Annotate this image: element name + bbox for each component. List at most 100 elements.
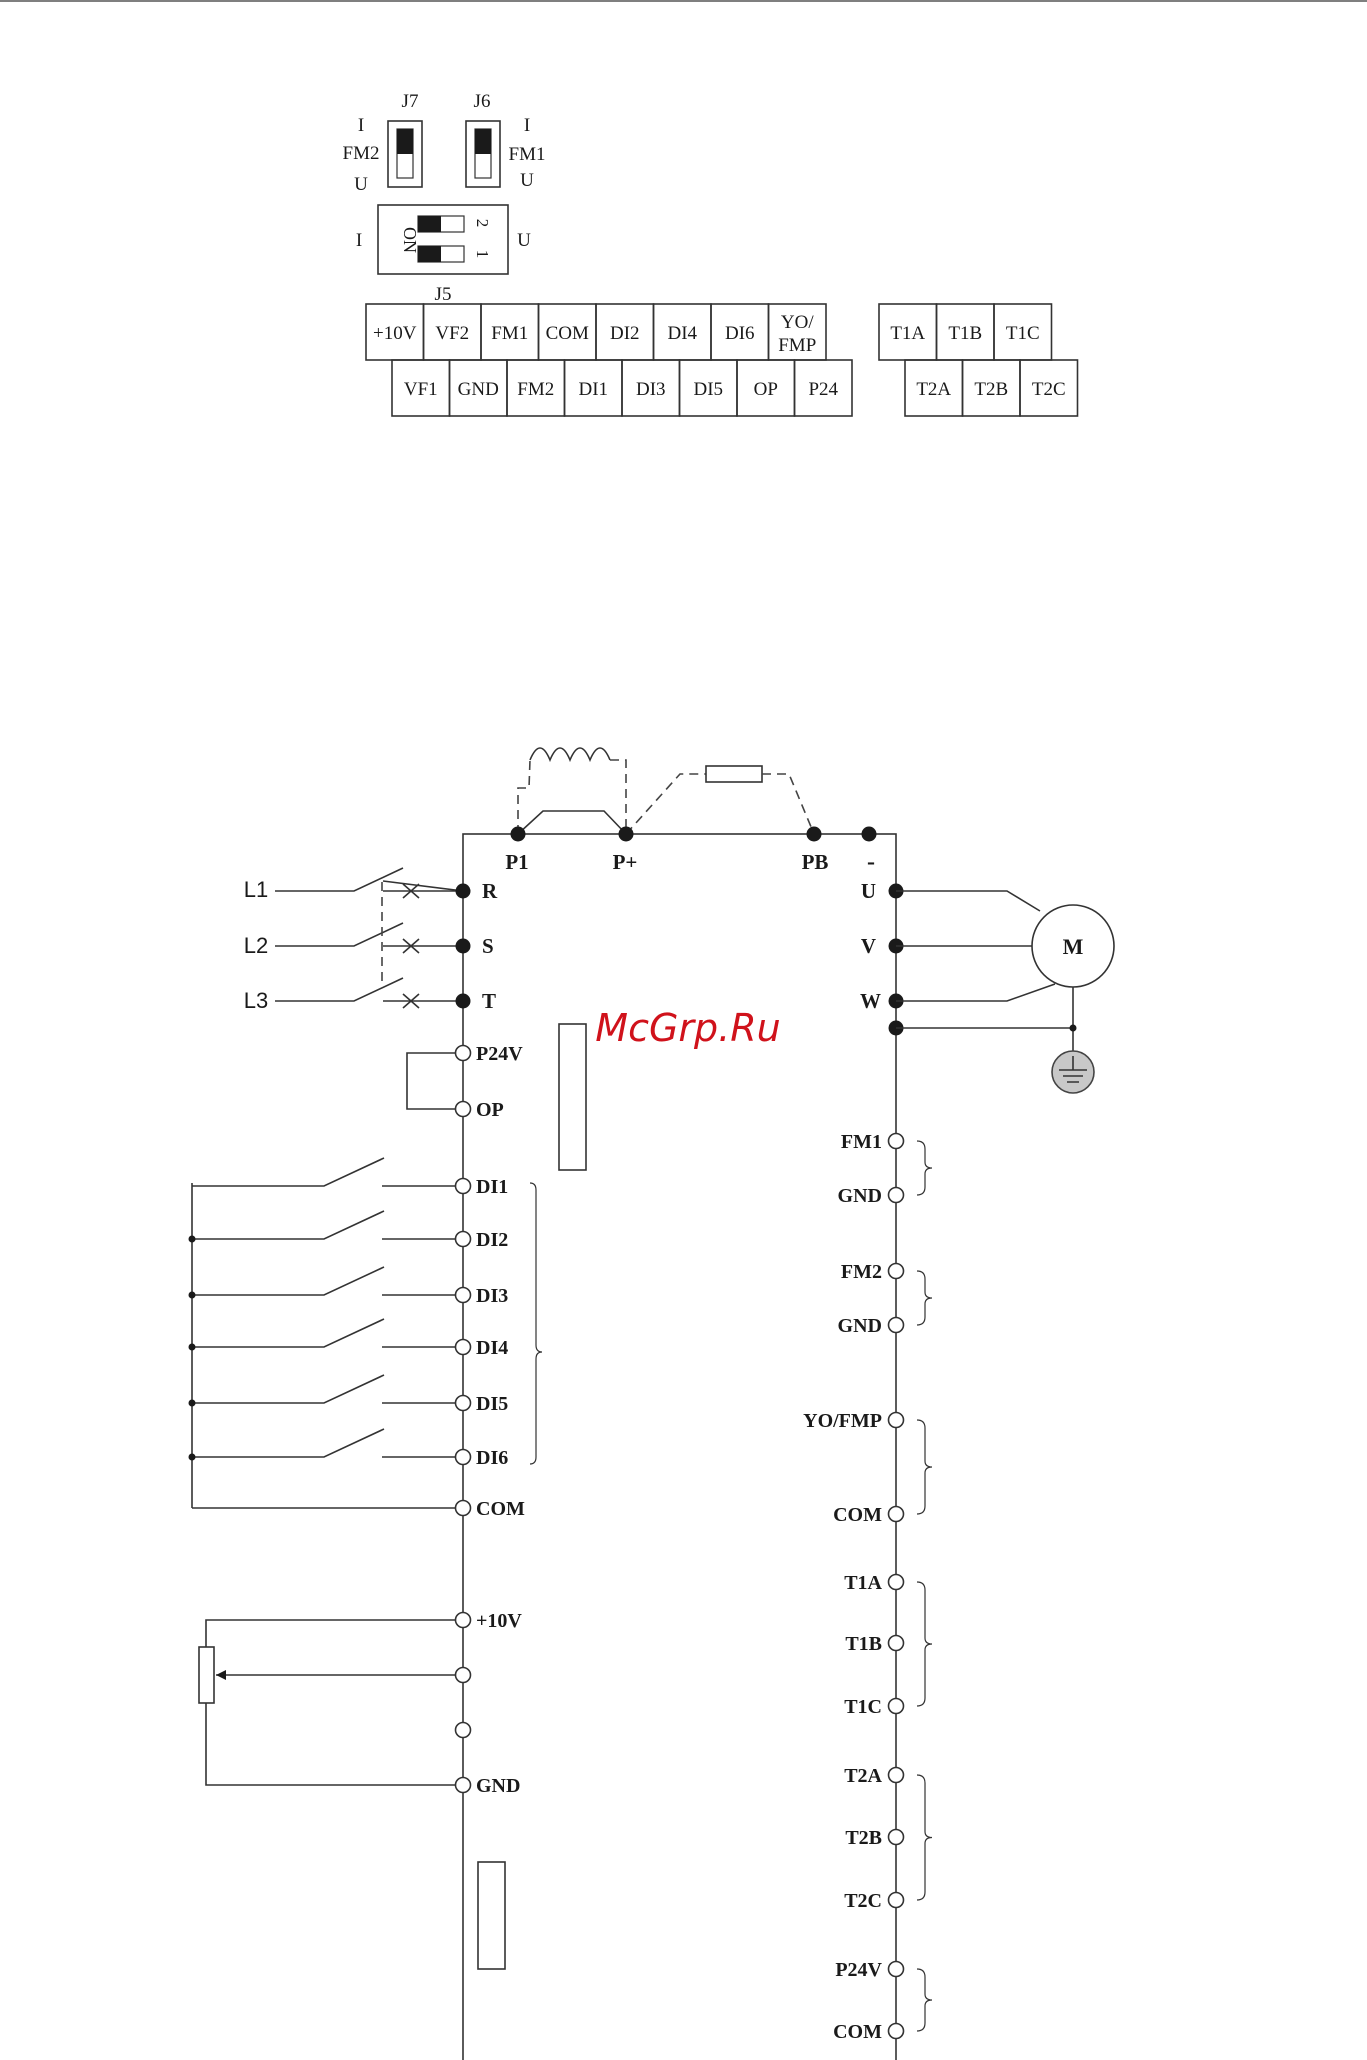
reactor-lead-right — [610, 760, 626, 834]
left-terminal — [456, 1668, 471, 1683]
p24v-op-link — [407, 1053, 463, 1109]
j6-bottom-label: U — [520, 170, 534, 191]
label-minus: - — [867, 849, 875, 875]
label-pb: PB — [802, 850, 829, 874]
relay-bottom-cell-label: T2A — [916, 379, 951, 400]
right-terminal — [889, 2024, 904, 2039]
right-terminal-label: T1C — [844, 1696, 882, 1718]
di-switch-contact — [192, 1375, 384, 1403]
w-wire — [896, 984, 1055, 1001]
left-terminal-label: P24V — [476, 1043, 523, 1065]
left-terminal-label: DI2 — [476, 1229, 508, 1251]
left-terminal-label: DI5 — [476, 1393, 508, 1415]
label-t: T — [482, 989, 496, 1013]
right-terminal — [889, 1413, 904, 1428]
label-u: U — [861, 879, 876, 903]
right-terminal-label: YO/FMP — [803, 1410, 882, 1432]
j6-top-label: I — [524, 115, 530, 136]
j6-label: J6 — [474, 91, 491, 112]
j5-pin-1: 1 — [473, 250, 492, 259]
j5-knob-1 — [418, 246, 441, 262]
top-row-cell-label: VF2 — [435, 323, 469, 344]
label-s: S — [482, 934, 494, 958]
right-terminal-label: FM1 — [841, 1131, 882, 1153]
l2-wire — [275, 923, 403, 946]
bottom-row-cell-label: OP — [754, 379, 778, 400]
bottom-row-cell-label: GND — [458, 379, 499, 400]
label-l2: L2 — [244, 933, 268, 958]
right-terminal — [889, 1264, 904, 1279]
dc-reactor-coil — [530, 748, 610, 760]
right-terminal — [889, 1893, 904, 1908]
resistor-lead-right — [762, 774, 814, 834]
j7-label: J7 — [402, 91, 419, 112]
right-terminal-label: T1B — [845, 1633, 882, 1655]
right-terminal-bracket — [917, 1775, 932, 1900]
top-row-cell-label: FM1 — [491, 323, 528, 344]
j5-label: J5 — [435, 284, 452, 305]
label-p-plus: P+ — [613, 850, 638, 874]
resistor-lead-left — [626, 774, 706, 834]
top-row-cell-label: COM — [546, 323, 589, 344]
right-terminal-label: T2A — [844, 1765, 882, 1787]
motor-output: U V W M — [860, 879, 1114, 1093]
jumper-j6: J6 I FM1 U — [466, 91, 545, 191]
right-terminal-label: P24V — [835, 1959, 882, 1981]
label-v: V — [861, 934, 876, 958]
bottom-row-cell-label: P24 — [808, 379, 838, 400]
left-terminal — [456, 1102, 471, 1117]
left-terminal — [456, 1046, 471, 1061]
left-terminal-label: DI3 — [476, 1285, 508, 1307]
j5-right-label: U — [517, 230, 531, 251]
dc-bus-links: P1 P+ PB - — [505, 748, 876, 875]
terminal-p1 — [511, 827, 526, 842]
right-terminal-label: GND — [838, 1315, 882, 1337]
left-terminal-label: DI4 — [476, 1337, 508, 1359]
motor-label: M — [1063, 934, 1084, 959]
relay-block-top-row: T1AT1BT1C — [879, 304, 1052, 360]
right-terminal-label: T2C — [844, 1890, 882, 1912]
label-r: R — [482, 879, 498, 903]
right-terminal — [889, 1699, 904, 1714]
di-switch-contact — [192, 1429, 384, 1457]
mains-input: L1 L2 L3 R S T — [244, 868, 498, 1013]
left-terminal — [456, 1179, 471, 1194]
j6-switch-knob — [475, 129, 491, 154]
di-bus-junction — [189, 1400, 196, 1407]
left-terminal — [456, 1778, 471, 1793]
right-terminal — [889, 1962, 904, 1977]
l3-wire — [275, 978, 403, 1001]
right-terminal-bracket — [917, 1969, 932, 2031]
pot-wiper-arrow — [216, 1670, 226, 1680]
j7-top-label: I — [358, 115, 364, 136]
l1-wire — [275, 868, 403, 891]
right-terminal-label: T1A — [844, 1572, 882, 1594]
left-terminal — [456, 1613, 471, 1628]
top-row-cell-label: DI2 — [610, 323, 640, 344]
left-terminal — [456, 1340, 471, 1355]
left-terminal-label: DI6 — [476, 1447, 508, 1469]
right-terminal-label: T2B — [845, 1827, 882, 1849]
right-terminal-label: COM — [833, 1504, 882, 1526]
terminal-t — [456, 994, 471, 1009]
braking-resistor — [706, 766, 762, 782]
control-connector-lower — [478, 1862, 505, 1969]
right-terminal — [889, 1830, 904, 1845]
watermark: McGrp.Ru — [595, 1006, 780, 1050]
potentiometer — [199, 1620, 463, 1785]
right-terminal — [889, 1636, 904, 1651]
di-bus-junction — [189, 1236, 196, 1243]
top-row-cell-label: YO/ — [781, 312, 814, 333]
jumper-j5: I U ON 2 1 J5 — [356, 205, 531, 305]
di-switch-contact — [192, 1319, 384, 1347]
right-terminal-label: GND — [838, 1185, 882, 1207]
right-terminal — [889, 1575, 904, 1590]
reactor-lead-left — [518, 760, 530, 834]
relay-bottom-cell-label: T2C — [1032, 379, 1066, 400]
pot-bottom-wire — [206, 1703, 463, 1785]
left-terminal-label: COM — [476, 1498, 525, 1520]
j5-knob-2 — [418, 216, 441, 232]
control-connector-upper — [559, 1024, 586, 1170]
